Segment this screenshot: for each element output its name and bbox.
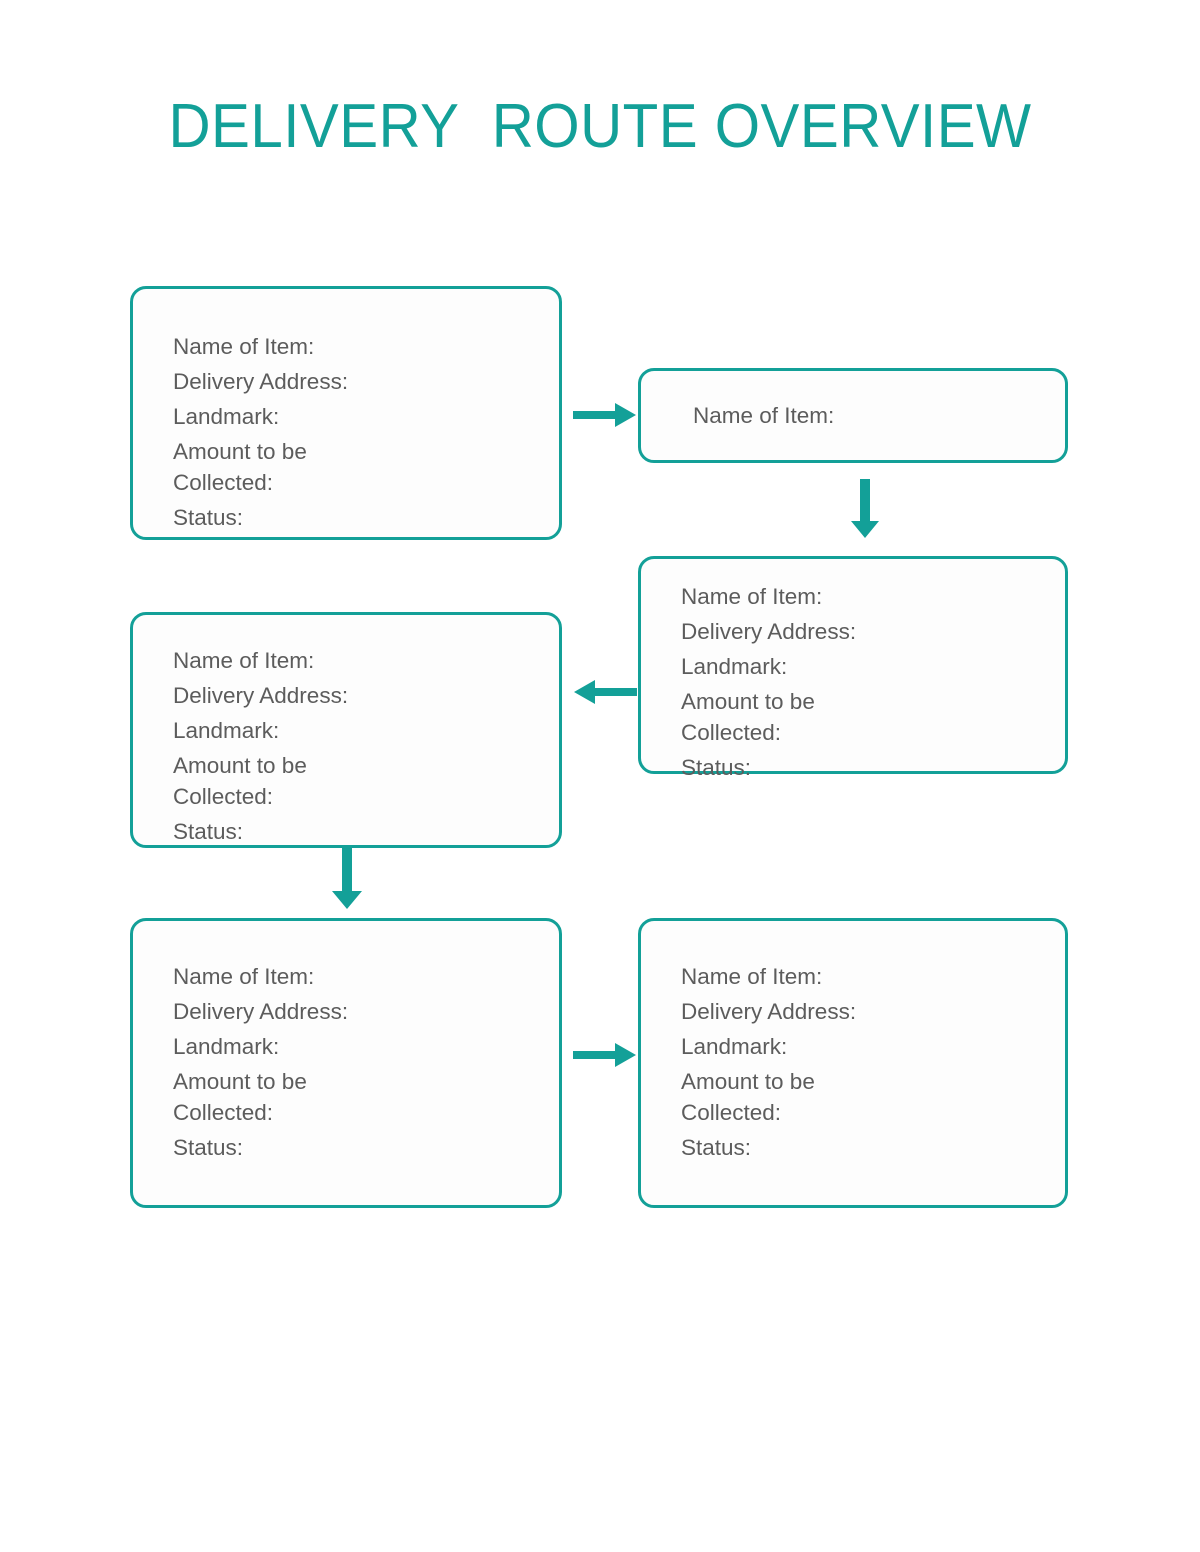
card-field-list: Name of Item: Delivery Address: Landmark… [173, 331, 545, 533]
field-landmark: Landmark: [173, 1034, 280, 1060]
field-amount-to-be-collected: Amount to be Collected: [681, 689, 815, 746]
arrow-right-icon [573, 1040, 637, 1070]
field-landmark: Landmark: [173, 718, 280, 744]
field-delivery-address: Delivery Address: [173, 369, 349, 395]
field-delivery-address: Delivery Address: [681, 619, 857, 645]
route-stop-card-3[interactable]: Name of Item: Delivery Address: Landmark… [130, 612, 562, 848]
card-field-list: Name of Item: Delivery Address: Landmark… [681, 961, 1051, 1163]
field-amount-to-be-collected: Amount to be Collected: [173, 439, 307, 496]
field-name-of-item: Name of Item: [173, 648, 315, 673]
arrow-right-icon [573, 400, 637, 430]
field-landmark: Landmark: [681, 1034, 788, 1060]
field-name-of-item: Name of Item: [173, 334, 315, 359]
field-name-of-item: Name of Item: [681, 964, 823, 989]
field-status: Status: [681, 755, 752, 781]
card-field-list: Name of Item: Delivery Address: Landmark… [173, 645, 545, 847]
route-stop-card-2[interactable]: Name of Item: [638, 368, 1068, 463]
field-landmark: Landmark: [173, 404, 280, 430]
field-status: Status: [173, 1135, 244, 1161]
field-delivery-address: Delivery Address: [681, 999, 857, 1025]
route-stop-card-1[interactable]: Name of Item: Delivery Address: Landmark… [130, 286, 562, 540]
field-name-of-item: Name of Item: [173, 964, 315, 989]
field-amount-to-be-collected: Amount to be Collected: [173, 753, 307, 810]
arrow-down-icon [845, 479, 885, 539]
field-delivery-address: Delivery Address: [173, 999, 349, 1025]
card-field-list: Name of Item: Delivery Address: Landmark… [173, 961, 545, 1163]
card-field-list: Name of Item: Delivery Address: Landmark… [681, 581, 1051, 783]
route-stop-card-6[interactable]: Name of Item: Delivery Address: Landmark… [638, 918, 1068, 1208]
field-amount-to-be-collected: Amount to be Collected: [681, 1069, 815, 1126]
field-amount-to-be-collected: Amount to be Collected: [173, 1069, 307, 1126]
field-name-of-item: Name of Item: [693, 402, 835, 428]
field-name-of-item: Name of Item: [681, 584, 823, 609]
field-status: Status: [173, 819, 244, 845]
arrow-down-icon [325, 848, 369, 910]
route-stop-card-5[interactable]: Name of Item: Delivery Address: Landmark… [130, 918, 562, 1208]
card-field-list: Name of Item: [693, 371, 1051, 460]
field-delivery-address: Delivery Address: [173, 683, 349, 709]
page-title: DELIVERY ROUTE OVERVIEW [168, 92, 1032, 161]
field-landmark: Landmark: [681, 654, 788, 680]
route-stop-card-4[interactable]: Name of Item: Delivery Address: Landmark… [638, 556, 1068, 780]
arrow-left-icon [573, 677, 637, 707]
field-status: Status: [681, 1135, 752, 1161]
field-status: Status: [173, 505, 244, 531]
